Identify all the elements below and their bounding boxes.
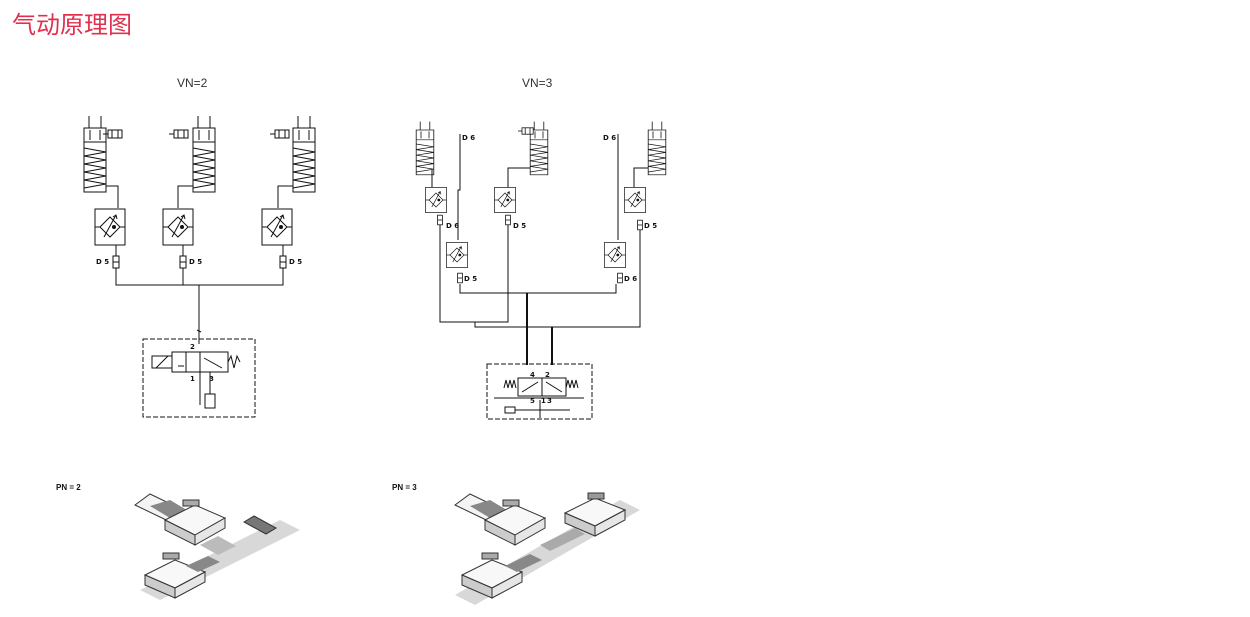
cylinder-1 — [83, 115, 107, 193]
flow-control-valve-5 — [604, 242, 626, 268]
valve-port-label: 5 — [530, 397, 535, 405]
flow-control-valve-3 — [624, 187, 646, 213]
port-label: D 5 — [644, 222, 657, 230]
cylinder-3 — [647, 121, 667, 176]
vn3-diagram: D 6 D 6 D 6 D 5 D 5 D 5 D 6 — [415, 121, 667, 420]
sensor-icon — [517, 127, 534, 135]
port-label: D 6 — [603, 134, 616, 142]
illustration-label-pn3: PN = 3 — [392, 483, 417, 492]
valve-port-label: 3 — [547, 397, 552, 405]
page-title: 气动原理图 — [12, 11, 132, 39]
pn3-illustration — [454, 492, 640, 605]
pn2-illustration — [134, 493, 300, 600]
flow-control-valve-3 — [261, 208, 293, 246]
valve-port-label: 1 — [541, 397, 546, 405]
sensor-icon — [168, 129, 189, 139]
solenoid-valve-5-2: 4 2 5 1 3 — [486, 363, 593, 420]
port-label: D 5 — [513, 222, 526, 230]
vn2-diagram: D 5 D 5 D 5 2 1 3 — [83, 115, 316, 418]
flow-control-valve-2 — [494, 187, 516, 213]
port-label: D 6 — [462, 134, 475, 142]
valve-port-label: 3 — [209, 375, 214, 383]
solenoid-valve-3-2: 2 1 3 — [142, 338, 256, 418]
flow-control-valve-1 — [94, 208, 126, 246]
cylinder-2 — [192, 115, 216, 193]
valve-port-label: 4 — [530, 371, 535, 379]
port-label: D 5 — [289, 258, 302, 266]
port-label: D 6 — [446, 222, 459, 230]
illustration-label-pn2: PN = 2 — [56, 483, 81, 492]
flow-control-valve-2 — [162, 208, 194, 246]
diagram-label-vn2: VN=2 — [177, 76, 208, 90]
port-label: D 5 — [189, 258, 202, 266]
diagram-label-vn3: VN=3 — [522, 76, 553, 90]
flow-control-valve-1 — [425, 187, 447, 213]
valve-port-label: 2 — [190, 343, 195, 351]
port-label: D 5 — [464, 275, 477, 283]
port-label: D 5 — [96, 258, 109, 266]
port-label: D 6 — [624, 275, 637, 283]
cylinder-1 — [415, 121, 435, 176]
flow-control-valve-4 — [446, 242, 468, 268]
valve-port-label: 1 — [190, 375, 195, 383]
sensor-icon — [269, 129, 290, 139]
cylinder-3 — [292, 115, 316, 193]
valve-port-label: 2 — [545, 371, 550, 379]
